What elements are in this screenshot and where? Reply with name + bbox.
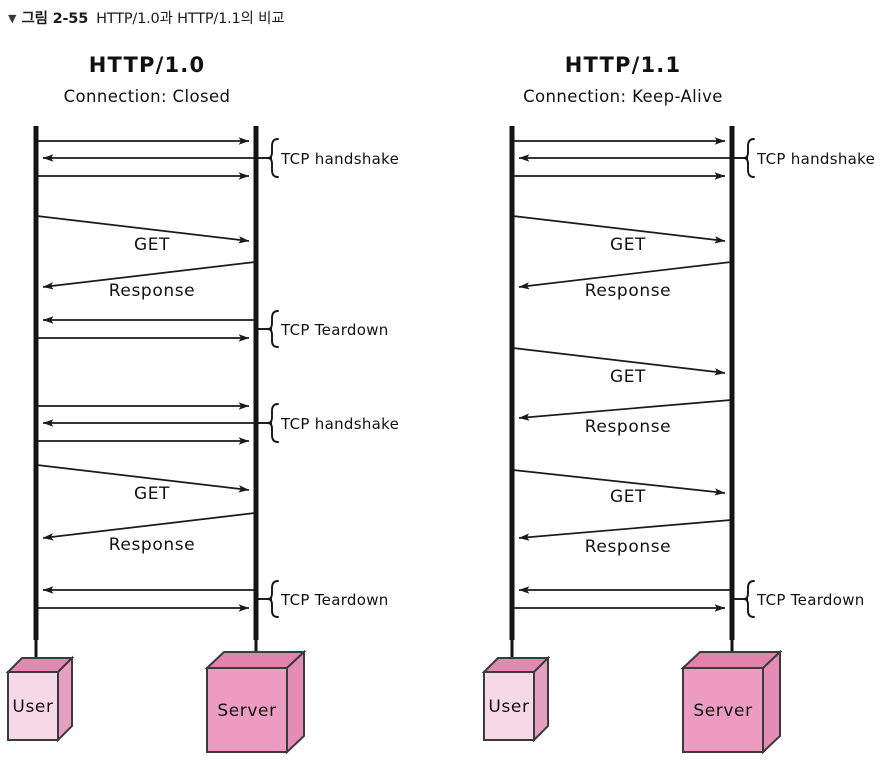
- brace-handshake1-http11: [743, 138, 755, 178]
- figure-title: HTTP/1.0과 HTTP/1.1의 비교: [96, 10, 285, 27]
- label-get2-http11: GET: [610, 367, 646, 387]
- caption-triangle-icon: ▼: [8, 11, 17, 25]
- brace-label-handshake1-http11: TCP handshake: [756, 150, 875, 168]
- figure-number: 그림 2-55: [21, 10, 89, 27]
- label-get1-http11: GET: [610, 235, 646, 255]
- brace-handshake1-http10: [267, 138, 279, 178]
- user-box-side-http10: [57, 655, 73, 743]
- brace-label-teardown2-http10: TCP Teardown: [280, 591, 389, 609]
- brace-label-handshake2-http10: TCP handshake: [280, 415, 399, 433]
- user-box-label-http11: User: [488, 697, 529, 717]
- arrow-get1-http10: [36, 215, 250, 244]
- server-box-label-http11: Server: [693, 701, 752, 721]
- arrow-get3-http11: [512, 469, 726, 496]
- panel-subtitle-http11: Connection: Keep-Alive: [523, 87, 723, 106]
- panel-title-http10: HTTP/1.0: [89, 53, 206, 77]
- label-response1-http10: Response: [109, 281, 195, 301]
- panel-subtitle-http10: Connection: Closed: [64, 87, 231, 106]
- user-box-face-http10: [7, 671, 59, 741]
- arrow-response2-http10: [42, 512, 256, 541]
- panel-http10: HTTP/1.0 Connection: Closed TCP handshak…: [5, 53, 399, 755]
- label-response1-http11: Response: [585, 281, 671, 301]
- label-response3-http11: Response: [585, 537, 671, 557]
- user-box-face-http11: [483, 671, 535, 741]
- actor-box-user-http11: User: [481, 655, 551, 743]
- actor-box-user-http10: User: [5, 655, 75, 743]
- arrow-response1-http11: [518, 261, 732, 290]
- server-box-face-http10: [206, 667, 288, 753]
- brace-teardown1-http10: [267, 310, 279, 348]
- server-box-label-http10: Server: [217, 701, 276, 721]
- brace-label-teardown1-http10: TCP Teardown: [280, 321, 389, 339]
- arrow-response3-http11: [518, 519, 732, 541]
- label-get1-http10: GET: [134, 235, 170, 255]
- label-response2-http11: Response: [585, 417, 671, 437]
- arrow-response1-http10: [42, 261, 256, 290]
- arrow-get2-http11: [512, 347, 726, 376]
- arrow-response2-http11: [518, 399, 732, 421]
- server-box-face-http11: [682, 667, 764, 753]
- actor-box-server-http11: Server: [680, 649, 783, 755]
- arrow-get1-http11: [512, 215, 726, 244]
- panel-title-http11: HTTP/1.1: [565, 53, 682, 77]
- actor-box-server-http10: Server: [204, 649, 307, 755]
- brace-teardown2-http10: [267, 580, 279, 618]
- figure-caption: ▼ 그림 2-55 HTTP/1.0과 HTTP/1.1의 비교: [8, 6, 285, 28]
- server-box-side-http11: [762, 649, 781, 755]
- panel-http11: HTTP/1.1 Connection: Keep-Alive TCP hand…: [481, 53, 875, 755]
- brace-handshake2-http10: [267, 403, 279, 443]
- brace-label-handshake1-http10: TCP handshake: [280, 150, 399, 168]
- user-box-label-http10: User: [12, 697, 53, 717]
- arrow-get2-http10: [36, 464, 250, 493]
- user-box-side-http11: [533, 655, 549, 743]
- label-get3-http11: GET: [610, 487, 646, 507]
- label-get2-http10: GET: [134, 484, 170, 504]
- brace-label-teardown1-http11: TCP Teardown: [756, 591, 865, 609]
- label-response2-http10: Response: [109, 535, 195, 555]
- server-box-side-http10: [286, 649, 305, 755]
- brace-teardown1-http11: [743, 580, 755, 618]
